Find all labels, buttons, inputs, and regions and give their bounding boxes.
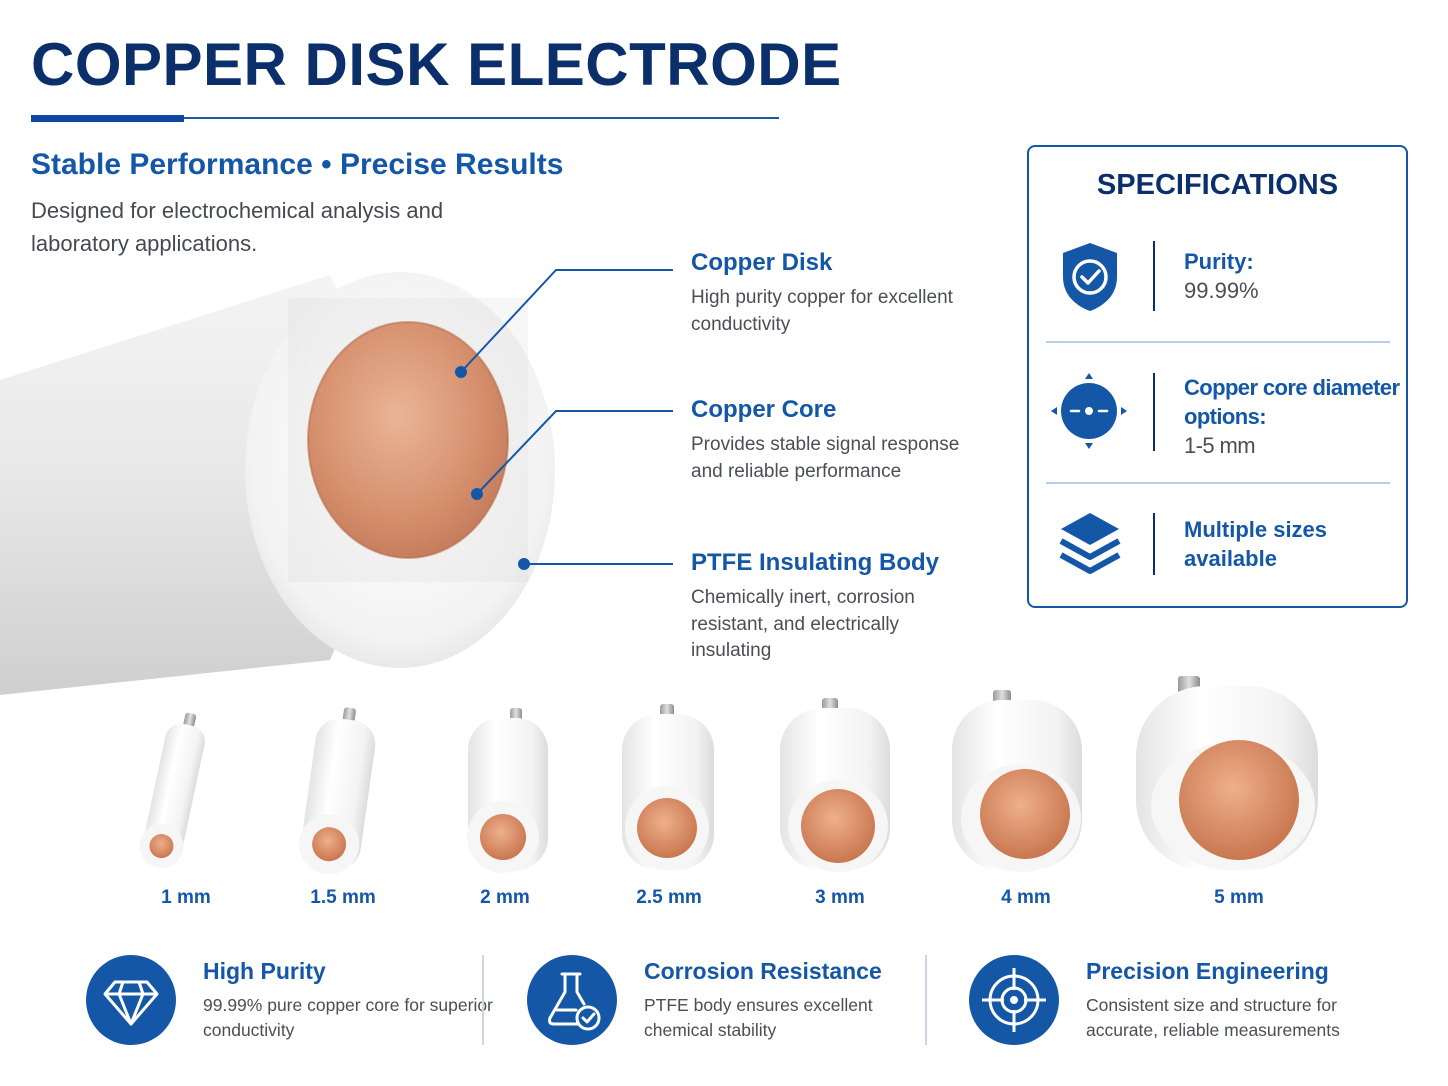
feature-separator xyxy=(482,955,484,1045)
feature-separator xyxy=(925,955,927,1045)
title-underline xyxy=(31,117,779,119)
spec-label: Purity: xyxy=(1184,249,1254,274)
size-label: 4 mm xyxy=(1001,887,1051,908)
specifications-title: SPECIFICATIONS xyxy=(1096,169,1339,201)
spec-text: Copper core diameter options: 1-5 mm xyxy=(1184,373,1414,460)
spec-divider xyxy=(1046,341,1390,343)
tagline: Stable Performance • Precise Results xyxy=(31,148,564,181)
size-label: 5 mm xyxy=(1214,887,1264,908)
title-underline-accent xyxy=(31,115,184,122)
size-label: 3 mm xyxy=(815,887,865,908)
callout-copper-disk: Copper Disk High purity copper for excel… xyxy=(691,249,961,338)
feature-title: Precision Engineering xyxy=(1086,958,1329,984)
electrode-size-lineup xyxy=(139,676,1318,875)
crosshair-icon xyxy=(969,955,1059,1045)
feature-title: Corrosion Resistance xyxy=(644,958,882,984)
electrode-1-5mm xyxy=(299,707,376,875)
callout-title: Copper Core xyxy=(691,396,837,423)
layers-icon xyxy=(1059,513,1121,574)
callout-ptfe-body: PTFE Insulating Body Chemically inert, c… xyxy=(691,549,961,665)
size-label: 1.5 mm xyxy=(310,887,376,908)
page-title: COPPER DISK ELECTRODE xyxy=(31,31,842,98)
size-label: 1 mm xyxy=(161,887,211,908)
spec-divider xyxy=(1046,482,1390,484)
electrode-1mm xyxy=(139,712,205,869)
spec-value: 99.99% xyxy=(1184,278,1259,303)
diameter-target-icon xyxy=(1051,373,1127,449)
spec-divider-vertical xyxy=(1153,373,1155,451)
feature-text: 99.99% pure copper core for superior con… xyxy=(203,995,493,1040)
spec-text: Purity: 99.99% xyxy=(1184,247,1404,305)
description: Designed for electrochemical analysis an… xyxy=(31,198,444,256)
electrode-4mm xyxy=(952,690,1082,872)
spec-value: 1-5 mm xyxy=(1184,433,1256,458)
electrode-hero-image xyxy=(0,272,555,695)
feature-text: Consistent size and structure for accura… xyxy=(1086,995,1340,1040)
spec-row-diameter: Copper core diameter options: 1-5 mm xyxy=(1045,367,1400,458)
spec-label: Copper core diameter options: xyxy=(1184,375,1400,429)
size-label: 2 mm xyxy=(480,887,530,908)
callout-title: Copper Disk xyxy=(691,249,833,276)
electrode-2mm xyxy=(467,708,548,873)
spec-divider-vertical xyxy=(1153,241,1155,311)
flask-icon xyxy=(527,955,617,1045)
callout-text: High purity copper for excellent conduct… xyxy=(691,287,953,335)
callout-text: Chemically inert, corrosion resistant, a… xyxy=(691,587,915,661)
spec-divider-vertical xyxy=(1153,513,1155,575)
spec-label: Multiple sizes available xyxy=(1184,517,1328,571)
feature-title: High Purity xyxy=(203,958,326,984)
spec-row-purity: Purity: 99.99% xyxy=(1045,237,1391,317)
callout-copper-core: Copper Core Provides stable signal respo… xyxy=(691,396,961,485)
electrode-3mm xyxy=(780,698,890,872)
electrode-5mm xyxy=(1136,676,1318,870)
spec-text: Multiple sizes available xyxy=(1184,515,1404,573)
size-label: 2.5 mm xyxy=(636,887,702,908)
shield-check-icon xyxy=(1063,243,1117,311)
electrode-2-5mm xyxy=(622,704,714,870)
diamond-icon xyxy=(86,955,176,1045)
specifications-card: SPECIFICATIONS Purity: 99.99% Co xyxy=(1027,145,1408,608)
callout-title: PTFE Insulating Body xyxy=(691,549,940,576)
callout-text: Provides stable signal response and reli… xyxy=(691,434,960,482)
spec-row-sizes: Multiple sizes available xyxy=(1045,509,1391,581)
feature-text: PTFE body ensures excellent chemical sta… xyxy=(644,995,873,1040)
